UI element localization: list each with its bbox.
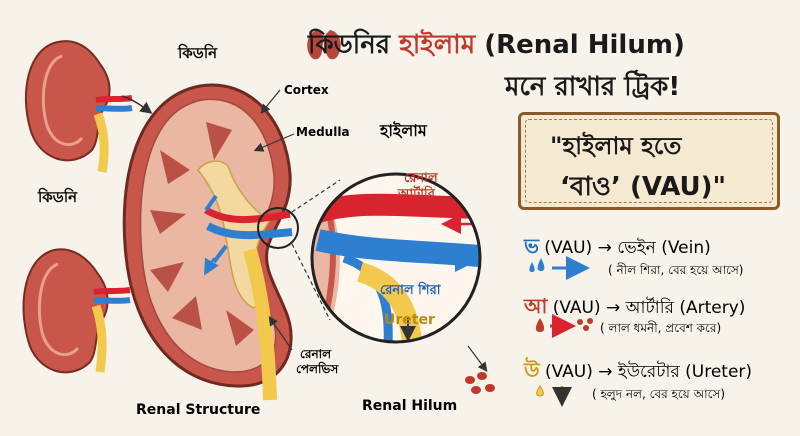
letter-u: উ (524, 358, 540, 382)
meaning: ইউরেটার (Ureter) (612, 362, 753, 382)
code: (VAU) (547, 298, 607, 318)
label-renal-hilum: Renal Hilum (362, 398, 457, 414)
zoom-line-top (291, 179, 341, 213)
label-renal-vein: রেনাল শিরা (380, 281, 442, 298)
mnemonic-row-vein: ভ (VAU) → ভেইন (Vein) (524, 232, 711, 265)
code: (VAU) (539, 362, 599, 382)
page-title: কিডনির হাইলাম (Renal Hilum) (308, 24, 685, 68)
code: (VAU) (538, 238, 598, 258)
title-part3: (Renal Hilum) (475, 30, 685, 60)
hilum-callout-ring (257, 207, 299, 249)
mnemonic-line1: "হাইলাম হতে (550, 132, 682, 160)
label-medulla: Medulla (296, 125, 350, 139)
medulla-leader (253, 133, 295, 152)
label-kidney-left: কিডনি (37, 187, 78, 206)
zoom-line-bottom (291, 243, 331, 321)
note-vein: ( নীল শিরা, বের হয়ে আসে) (608, 263, 744, 277)
arrow-icon: → (597, 238, 612, 258)
note-ureter: ( হলুদ নল, বের হয়ে আসে) (592, 387, 725, 401)
mnemonic-row-ureter: উ (VAU) → ইউরেটার (Ureter) (524, 356, 752, 389)
red-drop-icon (535, 314, 593, 338)
title-part1: কিডনির (308, 30, 400, 60)
small-kidney-top (24, 40, 133, 173)
mnemonic-box (518, 112, 780, 210)
meaning: আর্টারি (Artery) (620, 298, 746, 318)
title-highlight: হাইলাম (399, 30, 476, 60)
label-ureter: Ureter (384, 312, 435, 328)
label-kidney-top: কিডনি (177, 43, 218, 62)
letter-v: ভ (524, 234, 539, 258)
hilum-leader (467, 345, 488, 372)
pointer-arrow (121, 95, 153, 114)
note-artery: ( লাল ধমনী, প্রবেশ করে) (600, 321, 722, 335)
letter-a: আ (524, 294, 548, 318)
blood-cells-icon (465, 372, 495, 394)
mnemonic-line2: ‘বাও’ (VAU)" (560, 172, 727, 202)
kidney-emoji-icon (307, 30, 341, 60)
pelvis-leader (268, 316, 293, 351)
page-subtitle: মনে রাখার ট্রিক! (505, 72, 681, 102)
label-cortex: Cortex (284, 83, 329, 97)
blue-drop-icon (529, 256, 590, 280)
main-kidney (122, 83, 293, 401)
arrow-icon: → (606, 298, 621, 318)
arrow-icon: → (598, 362, 613, 382)
meaning: ভেইন (Vein) (611, 238, 711, 258)
cortex-leader (260, 89, 281, 114)
label-renal-structure: Renal Structure (136, 402, 260, 418)
mnemonic-row-artery: আ (VAU) → আর্টারি (Artery) (524, 292, 745, 325)
yellow-drop-icon (536, 385, 572, 407)
small-kidney-bottom (22, 248, 131, 374)
label-hilum: হাইলাম (379, 121, 428, 140)
